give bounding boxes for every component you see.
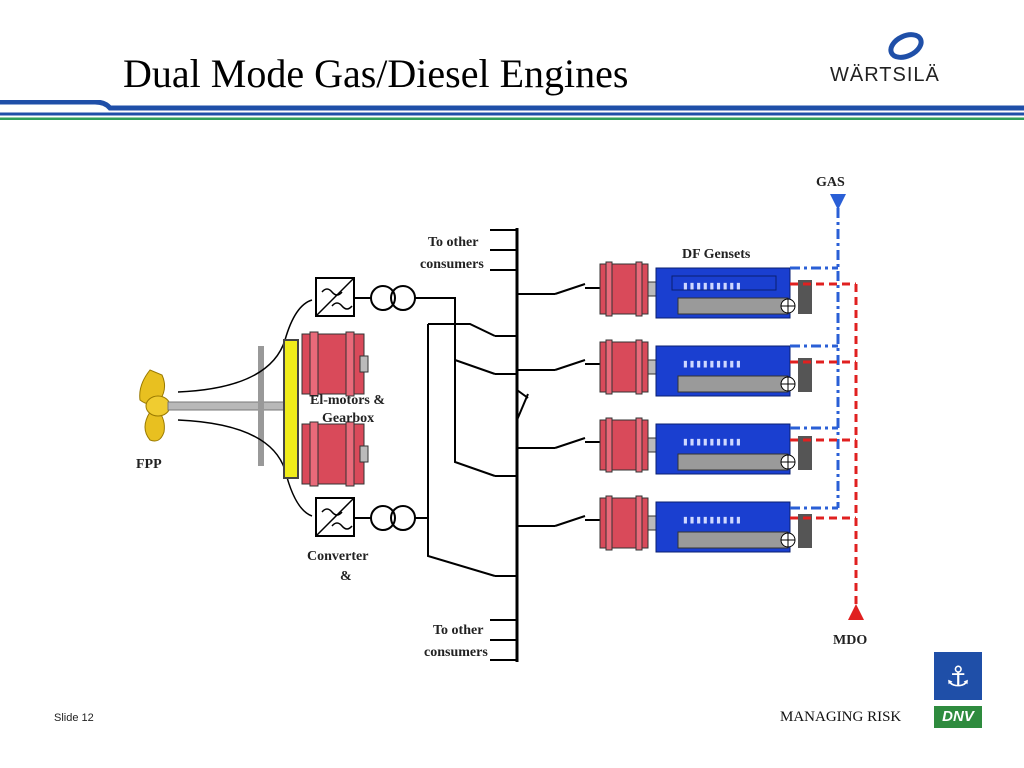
dnv-emblem: ⚓: [934, 652, 982, 700]
to-other-top-line2: consumers: [420, 257, 484, 272]
genset-1: ▮▮▮▮▮▮▮▮▮: [599, 261, 812, 319]
motors-label-line2: Gearbox: [322, 411, 374, 426]
engine-icon: ▮▮▮▮▮▮▮▮▮: [655, 267, 812, 319]
motors-label-line1: El-motors &: [310, 393, 385, 408]
engine-icon: ▮▮▮▮▮▮▮▮▮: [655, 501, 812, 553]
gas-label: GAS: [816, 175, 845, 190]
mdo-arrow: [848, 604, 864, 620]
generator-icon: [599, 339, 657, 395]
to-other-top-line1: To other: [428, 235, 478, 250]
generator-icon: [599, 417, 657, 473]
converter-label-line1: Converter: [307, 549, 368, 564]
wartsila-logo-text: WÄRTSILÄ: [830, 64, 940, 86]
svg-text:▮▮▮▮▮▮▮▮▮: ▮▮▮▮▮▮▮▮▮: [682, 513, 742, 526]
genset-3: ▮▮▮▮▮▮▮▮▮: [599, 417, 812, 475]
wartsila-logo: [888, 32, 924, 60]
gensets-label: DF Gensets: [682, 247, 751, 262]
svg-text:⚓: ⚓: [945, 660, 970, 693]
fpp-label: FPP: [136, 457, 162, 472]
svg-text:▮▮▮▮▮▮▮▮▮: ▮▮▮▮▮▮▮▮▮: [682, 357, 742, 370]
gas-arrow: [830, 194, 846, 210]
to-other-bottom-line2: consumers: [424, 645, 488, 660]
engine-icon: ▮▮▮▮▮▮▮▮▮: [655, 345, 812, 397]
genset-2: ▮▮▮▮▮▮▮▮▮: [599, 339, 812, 397]
slide-number: Slide 12: [54, 712, 94, 724]
genset-4: ▮▮▮▮▮▮▮▮▮: [599, 495, 812, 553]
generator-icon: [599, 261, 657, 317]
converter-icon: [315, 277, 355, 317]
svg-text:▮▮▮▮▮▮▮▮▮: ▮▮▮▮▮▮▮▮▮: [682, 279, 742, 292]
mdo-label: MDO: [833, 633, 867, 648]
transformer-icon: [370, 285, 416, 311]
engine-icon: ▮▮▮▮▮▮▮▮▮: [655, 423, 812, 475]
svg-text:▮▮▮▮▮▮▮▮▮: ▮▮▮▮▮▮▮▮▮: [682, 435, 742, 448]
slide-title: Dual Mode Gas/Diesel Engines: [123, 51, 629, 96]
dnv-logo: DNV: [934, 706, 982, 728]
footer-tagline: MANAGING RISK: [780, 709, 902, 725]
generator-icon: [599, 495, 657, 551]
converter-icon: [315, 497, 355, 537]
converter-label-line2: &: [340, 569, 352, 584]
el-motor-top: [301, 331, 369, 397]
mdo-line: [790, 282, 858, 618]
title-rule: [0, 100, 1024, 120]
el-motor-bottom: [301, 421, 369, 487]
to-other-bottom-line1: To other: [433, 623, 483, 638]
propeller-icon: [139, 369, 171, 442]
transformer-icon: [370, 505, 416, 531]
gas-line: [790, 208, 840, 510]
